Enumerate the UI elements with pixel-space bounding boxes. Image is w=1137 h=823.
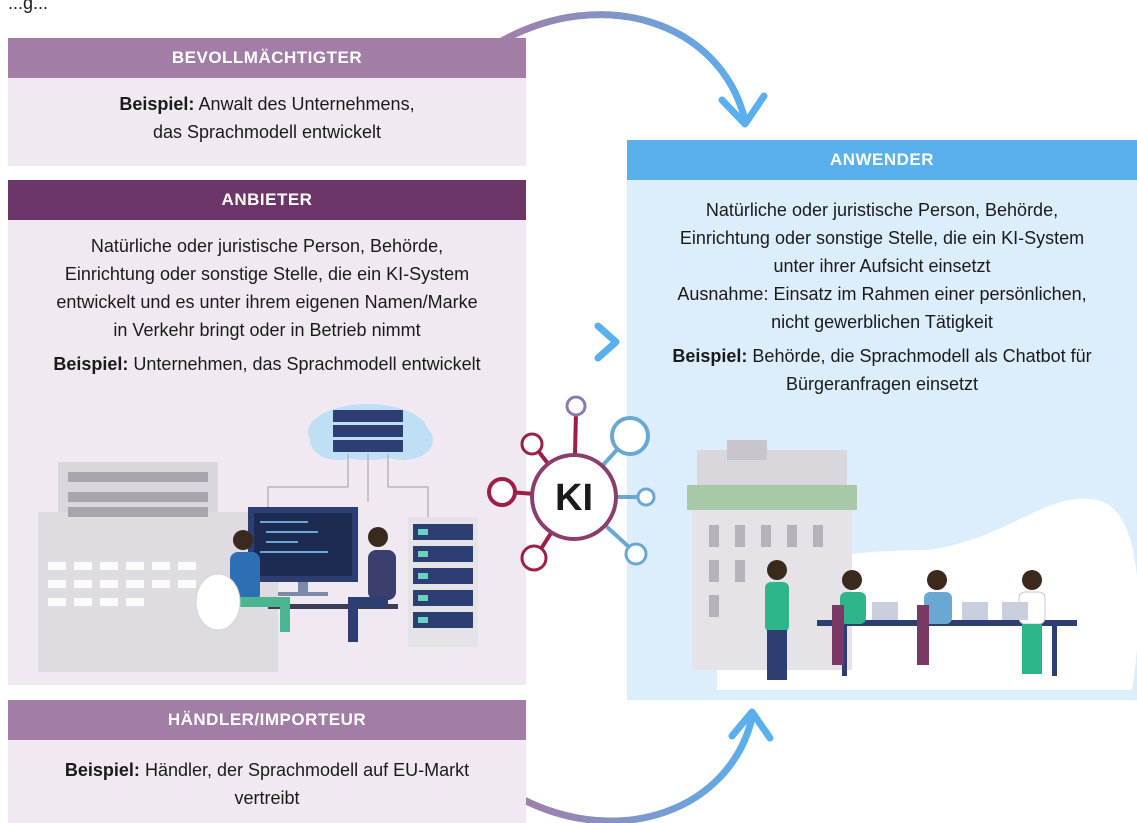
description-line: unter ihrer Aufsicht einsetzt bbox=[773, 256, 991, 276]
example-label: Beispiel: bbox=[119, 94, 195, 114]
description-line: entwickelt und es unter ihrem eigenen Na… bbox=[56, 292, 478, 312]
haendler-title: HÄNDLER/IMPORTEUR bbox=[8, 700, 526, 740]
server-rack-icon bbox=[408, 517, 478, 647]
seated-person-icon bbox=[832, 570, 866, 665]
description-line: Einrichtung oder sonstige Stelle, die ei… bbox=[64, 264, 470, 284]
anbieter-box: ANBIETER Natürliche oder juristische Per… bbox=[8, 180, 526, 685]
example-label: Beispiel: bbox=[64, 760, 140, 780]
standing-person-icon bbox=[765, 560, 789, 680]
example-text-line: das Sprachmodell entwickelt bbox=[152, 122, 382, 142]
bevollmaechtigter-example: Beispiel: Anwalt des Unternehmens, das S… bbox=[8, 90, 526, 146]
example-text-line: vertreibt bbox=[234, 788, 300, 808]
description-line: Einrichtung oder sonstige Stelle, die ei… bbox=[679, 228, 1085, 248]
description-line: in Verkehr bringt oder in Betrieb nimmt bbox=[113, 320, 421, 340]
network-node-icon bbox=[624, 542, 648, 566]
seated-person-icon bbox=[1018, 570, 1046, 674]
seated-person-icon bbox=[917, 570, 952, 665]
description-line: Ausnahme: Einsatz im Rahmen einer persön… bbox=[677, 284, 1087, 304]
anbieter-title: ANBIETER bbox=[8, 180, 526, 220]
cloud-server-icon bbox=[308, 404, 433, 460]
network-node-icon bbox=[636, 487, 656, 507]
example-text-line: Anwalt des Unternehmens, bbox=[198, 94, 415, 114]
example-text-line: Bürgeranfragen einsetzt bbox=[785, 374, 979, 394]
anwender-box: ANWENDER Natürliche oder juristische Per… bbox=[627, 140, 1137, 700]
bevollmaechtigter-title: BEVOLLMÄCHTIGTER bbox=[8, 38, 526, 78]
bevollmaechtigter-box: BEVOLLMÄCHTIGTER Beispiel: Anwalt des Un… bbox=[8, 38, 526, 166]
cropped-top-text: ...g... bbox=[8, 0, 49, 13]
developer-person-icon bbox=[195, 530, 290, 632]
developer-person-icon bbox=[348, 527, 396, 642]
arc-top-arrow bbox=[496, 11, 749, 124]
description-line: Natürliche oder juristische Person, Behö… bbox=[705, 200, 1059, 220]
haendler-importeur-box: HÄNDLER/IMPORTEUR Beispiel: Händler, der… bbox=[8, 700, 526, 823]
arc-bottom-arrow bbox=[516, 714, 756, 823]
description-line: Natürliche oder juristische Person, Behö… bbox=[90, 236, 444, 256]
example-text: Unternehmen, das Sprachmodell entwickelt bbox=[133, 354, 481, 374]
laptop-icon bbox=[872, 602, 1028, 620]
example-label: Beispiel: bbox=[53, 354, 129, 374]
arc-bottom-arrowhead bbox=[728, 708, 774, 742]
anbieter-description: Natürliche oder juristische Person, Behö… bbox=[8, 232, 526, 344]
middle-arrowhead bbox=[594, 322, 620, 362]
haendler-example: Beispiel: Händler, der Sprachmodell auf … bbox=[8, 756, 526, 812]
network-node-icon bbox=[487, 477, 517, 507]
example-label: Beispiel: bbox=[672, 346, 748, 366]
network-node-icon bbox=[520, 544, 548, 572]
authority-team-illustration bbox=[687, 440, 1137, 690]
anwender-description: Natürliche oder juristische Person, Behö… bbox=[627, 196, 1137, 336]
developer-office-illustration bbox=[38, 404, 478, 672]
description-line: nicht gewerblichen Tätigkeit bbox=[771, 312, 993, 332]
example-text-line: Händler, der Sprachmodell auf EU-Markt bbox=[144, 760, 470, 780]
computer-monitor-icon bbox=[248, 507, 358, 596]
ki-label: KI bbox=[555, 477, 593, 519]
anbieter-example: Beispiel: Unternehmen, das Sprachmodell … bbox=[8, 350, 526, 378]
anwender-title: ANWENDER bbox=[627, 140, 1137, 180]
anwender-example: Beispiel: Behörde, die Sprachmodell als … bbox=[627, 342, 1137, 398]
network-node-icon bbox=[520, 432, 544, 456]
authority-building-icon bbox=[687, 440, 857, 670]
arc-top-arrowhead bbox=[718, 92, 768, 128]
ki-network-hub: KI bbox=[487, 395, 656, 572]
network-node-icon bbox=[565, 395, 587, 417]
example-text-line: Behörde, die Sprachmodell als Chatbot fü… bbox=[752, 346, 1092, 366]
network-node-icon bbox=[610, 416, 650, 456]
